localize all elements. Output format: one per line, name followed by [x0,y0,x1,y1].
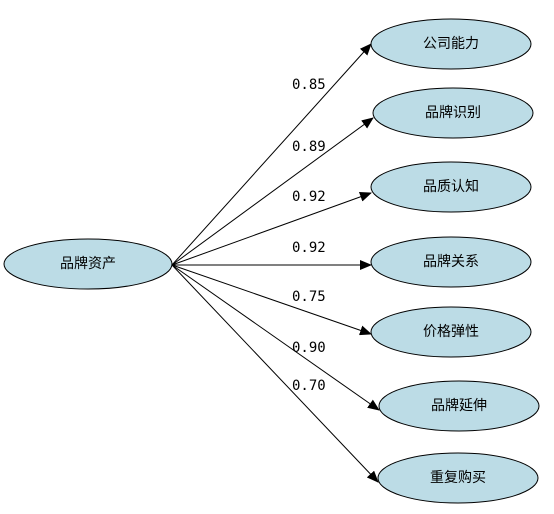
child-node-shape-4 [370,306,532,358]
child-node-4: 价格弹性 [370,306,532,358]
child-node-2: 品质认知 [370,161,532,213]
child-node-shape-5 [378,380,540,432]
child-node-3: 品牌关系 [370,236,532,288]
child-node-shape-2 [370,161,532,213]
edges: 0.85 0.89 0.92 0.92 0.75 0.90 0.70 [171,43,380,483]
child-nodes: 公司能力 品牌识别 品质认知 品牌关系 价格弹性 品牌延伸 [370,18,540,504]
edge-6 [171,264,379,483]
child-node-label-4: 价格弹性 [423,324,479,340]
child-node-label-3: 品牌关系 [423,253,479,270]
edge-weight-4: 0.75 [292,289,326,305]
child-node-shape-3 [370,236,532,288]
child-node-0: 公司能力 [370,18,532,70]
edge-5 [171,264,380,411]
edge-weight-0: 0.85 [292,77,326,93]
edge-weight-6: 0.70 [292,378,326,394]
edge-4 [171,264,372,336]
edge-weight-5: 0.90 [292,340,326,356]
edge-weight-2: 0.92 [292,189,326,205]
edge-weight-1: 0.89 [292,139,326,155]
edge-2 [171,192,372,266]
child-node-1: 品牌识别 [372,87,534,139]
root-node-label: 品牌资产 [60,255,116,272]
child-node-5: 品牌延伸 [378,380,540,432]
child-node-shape-6 [377,452,539,504]
root-node-shape [3,238,173,290]
edge-1 [171,117,374,266]
edge-weight-3: 0.92 [292,240,326,256]
child-node-label-6: 重复购买 [430,469,486,486]
root-node: 品牌资产 [3,238,173,290]
edge-0 [171,43,372,266]
child-node-shape-0 [370,18,532,70]
child-node-label-1: 品牌识别 [425,104,481,121]
child-node-label-2: 品质认知 [423,178,479,195]
child-node-label-5: 品牌延伸 [431,397,487,414]
child-node-6: 重复购买 [377,452,539,504]
child-node-shape-1 [372,87,534,139]
child-node-label-0: 公司能力 [423,36,479,52]
